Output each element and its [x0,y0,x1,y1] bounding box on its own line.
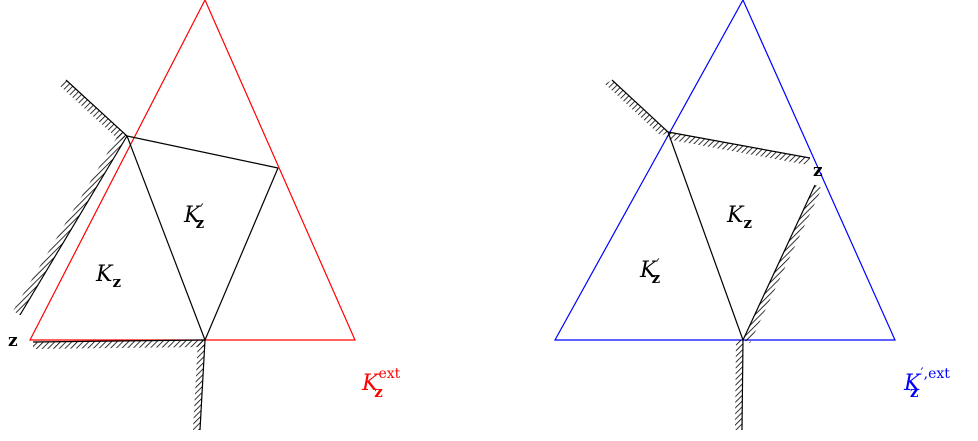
left-interior-edges [19,79,279,431]
right-outer-triangle [553,0,896,341]
hatch-right-side [743,185,822,343]
hatch-bottom-stem [193,340,205,430]
right-label-z: z [813,161,823,181]
hatch-bottom-left [33,340,205,349]
hatch-upper-left [59,80,127,141]
left-label-K: Kz [95,262,121,291]
hatch-left-side [13,132,127,315]
hatch-upper-left-right [605,80,668,136]
hatch-middle [666,132,810,165]
left-hatching [13,80,205,430]
right-label-K-prime: K′z [639,257,661,287]
right-label-K: Kz [726,203,752,232]
left-label-z: z [8,331,18,351]
left-outer-triangle [29,0,356,341]
right-hatching [605,80,822,430]
hatch-bottom-stem-right [735,340,743,430]
left-label-K-prime: K′z [183,202,205,232]
